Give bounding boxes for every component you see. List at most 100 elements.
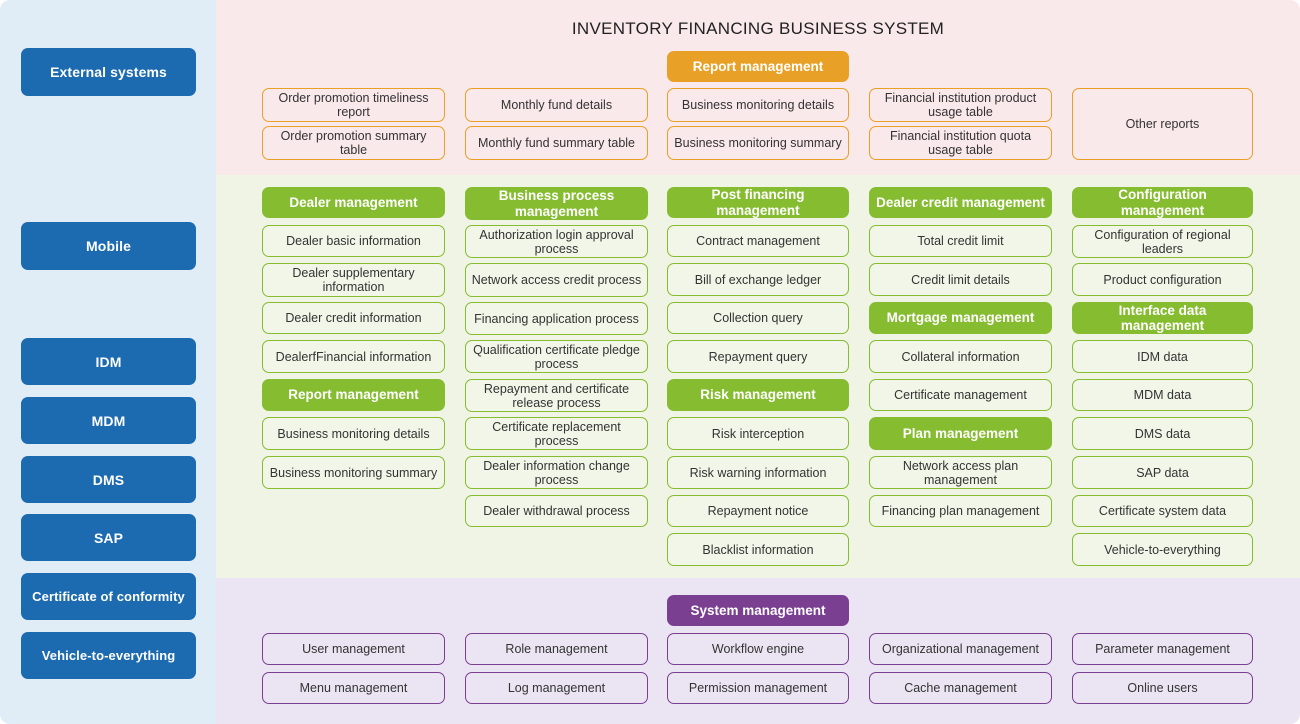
group-header-interface-data-management[interactable]: Interface data management	[1072, 302, 1253, 334]
system-item-organizational-management[interactable]: Organizational management	[869, 633, 1052, 665]
business-item-network-access-credit-process[interactable]: Network access credit process	[465, 263, 648, 297]
sidebar-item-sap[interactable]: SAP	[21, 514, 196, 561]
system-item-workflow-engine[interactable]: Workflow engine	[667, 633, 849, 665]
business-item-contract-management[interactable]: Contract management	[667, 225, 849, 257]
business-item-network-access-plan-management[interactable]: Network access plan management	[869, 456, 1052, 489]
business-item-idm-data[interactable]: IDM data	[1072, 340, 1253, 373]
sidebar-item-idm[interactable]: IDM	[21, 338, 196, 385]
report-item-monthly-fund-details[interactable]: Monthly fund details	[465, 88, 648, 122]
group-header-risk-management[interactable]: Risk management	[667, 379, 849, 411]
node-label: Workflow engine	[711, 642, 805, 656]
business-item-risk-interception[interactable]: Risk interception	[667, 417, 849, 450]
sidebar-item-label: MDM	[91, 412, 126, 429]
business-item-sap-data[interactable]: SAP data	[1072, 456, 1253, 489]
business-item-dealer-credit-information[interactable]: Dealer credit information	[262, 302, 445, 334]
node-label: Blacklist information	[702, 542, 814, 557]
node-label: Post financing management	[711, 187, 805, 218]
system-item-parameter-management[interactable]: Parameter management	[1072, 633, 1253, 665]
business-item-dealer-information-change-process[interactable]: Dealer information change process	[465, 456, 648, 489]
business-item-financing-application-process[interactable]: Financing application process	[465, 302, 648, 335]
business-item-product-configuration[interactable]: Product configuration	[1072, 263, 1253, 296]
business-item-repayment-notice[interactable]: Repayment notice	[667, 495, 849, 527]
node-label: Dealer management	[289, 194, 418, 210]
system-item-log-management[interactable]: Log management	[465, 672, 648, 704]
business-item-dealer-basic-information[interactable]: Dealer basic information	[262, 225, 445, 257]
system-item-permission-management[interactable]: Permission management	[667, 672, 849, 704]
business-item-qualification-certificate-pledge-process[interactable]: Qualification certificate pledge process	[465, 340, 648, 373]
node-label: Permission management	[688, 681, 828, 695]
node-label: Configuration management	[1118, 187, 1207, 218]
sidebar-item-label: Vehicle-to-everything	[41, 648, 176, 663]
group-header-post-financing-management[interactable]: Post financing management	[667, 187, 849, 218]
node-label: Repayment notice	[707, 504, 809, 518]
group-header-report-management[interactable]: Report management	[262, 379, 445, 411]
business-item-dealerffinancial-information[interactable]: DealerfFinancial information	[262, 340, 445, 373]
sidebar-item-dms[interactable]: DMS	[21, 456, 196, 503]
sidebar-item-mobile[interactable]: Mobile	[21, 222, 196, 270]
sidebar-item-label: External systems	[50, 64, 167, 80]
business-item-configuration-of-regional-leaders[interactable]: Configuration of regional leaders	[1072, 225, 1253, 258]
system-item-role-management[interactable]: Role management	[465, 633, 648, 665]
business-item-blacklist-information[interactable]: Blacklist information	[667, 533, 849, 566]
business-item-certificate-system-data[interactable]: Certificate system data	[1072, 495, 1253, 527]
business-item-bill-of-exchange-ledger[interactable]: Bill of exchange ledger	[667, 263, 849, 296]
business-item-repayment-query[interactable]: Repayment query	[667, 340, 849, 373]
business-item-business-monitoring-details[interactable]: Business monitoring details	[262, 417, 445, 450]
node-label: DMS data	[1134, 426, 1191, 441]
business-item-total-credit-limit[interactable]: Total credit limit	[869, 225, 1052, 257]
system-item-menu-management[interactable]: Menu management	[262, 672, 445, 704]
business-item-dealer-supplementary-information[interactable]: Dealer supplementary information	[262, 263, 445, 297]
report-item-order-promotion-summary-table[interactable]: Order promotion summary table	[262, 126, 445, 160]
node-label: Dealer supplementary information	[292, 266, 415, 294]
business-item-mdm-data[interactable]: MDM data	[1072, 379, 1253, 411]
group-header-dealer-credit-management[interactable]: Dealer credit management	[869, 187, 1052, 218]
group-header-business-process-management[interactable]: Business process management	[465, 187, 648, 220]
business-item-credit-limit-details[interactable]: Credit limit details	[869, 263, 1052, 296]
group-header-dealer-management[interactable]: Dealer management	[262, 187, 445, 218]
group-header-system-management[interactable]: System management	[667, 595, 849, 626]
group-header-report-management[interactable]: Report management	[667, 51, 849, 82]
node-label: Business monitoring details	[277, 426, 430, 441]
business-item-authorization-login-approval-process[interactable]: Authorization login approval process	[465, 225, 648, 258]
sidebar-item-mdm[interactable]: MDM	[21, 397, 196, 444]
business-item-collateral-information[interactable]: Collateral information	[869, 340, 1052, 373]
business-item-financing-plan-management[interactable]: Financing plan management	[869, 495, 1052, 527]
report-item-financial-institution-product-usage-table[interactable]: Financial institution product usage tabl…	[869, 88, 1052, 122]
node-label: Repayment and certificate release proces…	[483, 381, 630, 410]
business-item-risk-warning-information[interactable]: Risk warning information	[667, 456, 849, 489]
business-item-collection-query[interactable]: Collection query	[667, 302, 849, 334]
report-item-business-monitoring-details[interactable]: Business monitoring details	[667, 88, 849, 122]
node-label: Repayment query	[708, 349, 808, 364]
report-item-financial-institution-quota-usage-table[interactable]: Financial institution quota usage table	[869, 126, 1052, 160]
node-label: System management	[690, 602, 826, 618]
system-item-user-management[interactable]: User management	[262, 633, 445, 665]
business-item-dms-data[interactable]: DMS data	[1072, 417, 1253, 450]
business-item-certificate-management[interactable]: Certificate management	[869, 379, 1052, 411]
business-item-vehicle-to-everything[interactable]: Vehicle-to-everything	[1072, 533, 1253, 566]
system-item-online-users[interactable]: Online users	[1072, 672, 1253, 704]
node-label: Cache management	[904, 681, 1017, 695]
node-label: Product configuration	[1103, 272, 1222, 287]
node-label: IDM data	[1137, 349, 1188, 364]
sidebar-item-vehicle-to-everything[interactable]: Vehicle-to-everything	[21, 632, 196, 679]
sidebar-item-external-systems[interactable]: External systems	[21, 48, 196, 96]
node-label: Risk interception	[711, 426, 805, 441]
group-header-plan-management[interactable]: Plan management	[869, 417, 1052, 450]
node-label: Bill of exchange ledger	[694, 272, 822, 287]
node-label: Financial institution product usage tabl…	[884, 91, 1037, 119]
sidebar-item-certificate-of-conformity[interactable]: Certificate of conformity	[21, 573, 196, 620]
report-item-order-promotion-timeliness-report[interactable]: Order promotion timeliness report	[262, 88, 445, 122]
report-item-business-monitoring-summary[interactable]: Business monitoring summary	[667, 126, 849, 160]
group-header-configuration-management[interactable]: Configuration management	[1072, 187, 1253, 218]
report-item-monthly-fund-summary-table[interactable]: Monthly fund summary table	[465, 126, 648, 160]
business-item-certificate-replacement-process[interactable]: Certificate replacement process	[465, 417, 648, 450]
node-label: User management	[302, 642, 405, 656]
system-item-cache-management[interactable]: Cache management	[869, 672, 1052, 704]
group-header-mortgage-management[interactable]: Mortgage management	[869, 302, 1052, 334]
report-item-other-reports[interactable]: Other reports	[1072, 88, 1253, 160]
business-item-dealer-withdrawal-process[interactable]: Dealer withdrawal process	[465, 495, 648, 527]
business-item-business-monitoring-summary[interactable]: Business monitoring summary	[262, 456, 445, 489]
business-item-repayment-and-certificate-release-process[interactable]: Repayment and certificate release proces…	[465, 379, 648, 412]
node-label: Financial institution quota usage table	[889, 129, 1032, 157]
node-label: Plan management	[902, 425, 1019, 441]
